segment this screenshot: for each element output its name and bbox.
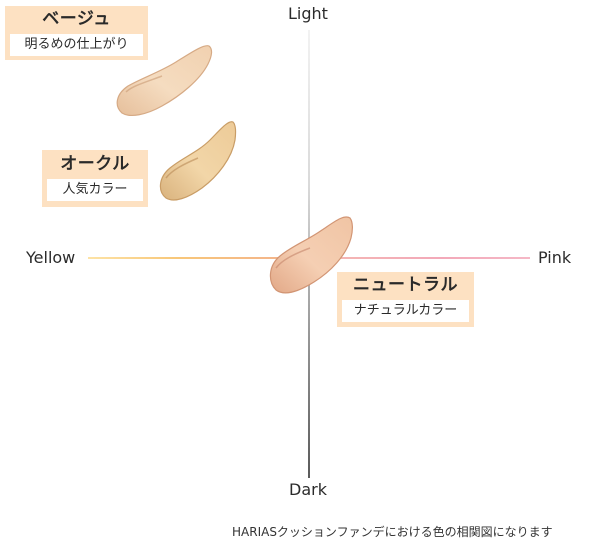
beige-swatch-icon [116, 45, 213, 116]
pink-axis-segment [308, 257, 530, 259]
shade-label-beige: ベージュ 明るめの仕上がり [5, 6, 148, 60]
axis-label-pink: Pink [538, 248, 572, 267]
shade-label-neutral: ニュートラル ナチュラルカラー [337, 272, 474, 327]
diagram-caption: HARIASクッションファンデにおける色の相関図になります [232, 525, 553, 539]
shade-description: 人気カラー [47, 179, 143, 201]
shade-name: ニュートラル [353, 275, 458, 295]
axis-label-dark: Dark [289, 480, 327, 499]
shade-description: ナチュラルカラー [342, 300, 469, 322]
ochre-swatch-icon [159, 121, 237, 201]
shade-label-ochre: オークル 人気カラー [42, 150, 148, 207]
neutral-swatch-icon [269, 216, 353, 294]
shade-description: 明るめの仕上がり [10, 34, 143, 56]
axis-label-yellow: Yellow [26, 248, 76, 267]
shade-name: ベージュ [42, 9, 111, 29]
yellow-axis-segment [88, 257, 310, 259]
axis-label-light: Light [288, 4, 328, 23]
shade-name: オークル [60, 154, 130, 174]
